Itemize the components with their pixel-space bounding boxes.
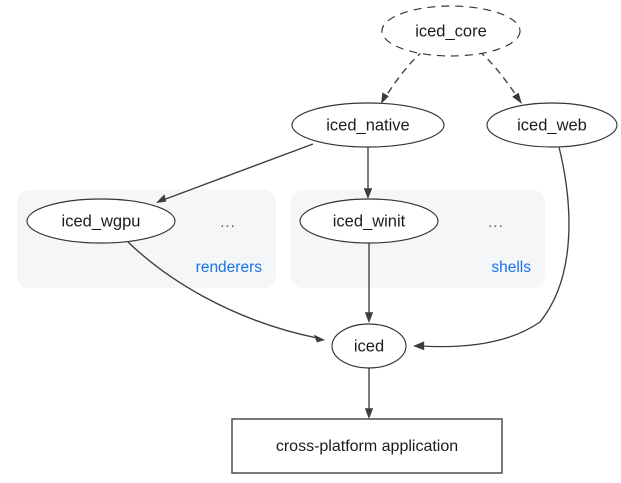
renderers-more-ellipsis: ... — [220, 214, 236, 231]
node-iced-winit-shape[interactable] — [299, 198, 439, 244]
node-iced-wgpu-shape[interactable] — [26, 198, 176, 244]
edge-winit-to-iced-arrow — [364, 312, 374, 323]
edge-core-to-web-arrow — [512, 92, 522, 104]
edge-iced-to-application — [364, 368, 374, 419]
node-iced-core-shape[interactable] — [381, 5, 521, 57]
cluster-renderers-label: renderers — [196, 259, 263, 276]
edge-native-to-winit — [363, 147, 373, 199]
node-iced-native[interactable]: iced_native — [291, 102, 445, 148]
node-iced-native-shape[interactable] — [291, 102, 445, 148]
node-iced-winit[interactable]: iced_winit — [299, 198, 439, 244]
edge-wgpu-to-iced-arrow — [313, 334, 325, 343]
node-iced-winit-label: iced_winit — [333, 212, 406, 230]
edge-web-to-iced-arrow — [413, 341, 425, 351]
shells-more-ellipsis: ... — [488, 214, 504, 231]
node-iced-core-label: iced_core — [415, 22, 487, 40]
edge-wgpu-to-iced-line — [126, 240, 318, 339]
edge-winit-to-iced — [364, 243, 374, 323]
cluster-shells-label: shells — [491, 259, 531, 276]
node-iced-web[interactable]: iced_web — [486, 102, 618, 148]
edge-web-to-iced — [413, 146, 570, 351]
edge-native-to-wgpu-line — [162, 143, 314, 201]
edge-core-to-native-line — [384, 50, 424, 99]
edge-web-to-iced-line — [420, 146, 570, 348]
node-iced-web-label: iced_web — [517, 116, 587, 134]
edge-wgpu-to-iced — [126, 240, 325, 343]
node-iced-shape[interactable] — [331, 323, 407, 369]
node-iced-native-label: iced_native — [326, 116, 409, 134]
node-iced-core[interactable]: iced_core — [381, 5, 521, 57]
node-iced[interactable]: iced — [331, 323, 407, 369]
node-iced-web-shape[interactable] — [486, 102, 618, 148]
edge-native-to-winit-arrow — [363, 188, 373, 199]
node-application-label: cross-platform application — [276, 438, 458, 455]
edge-iced-to-application-arrow — [364, 408, 374, 419]
edge-native-to-wgpu-arrow — [156, 194, 167, 203]
node-iced-label: iced — [354, 337, 384, 355]
node-iced-wgpu[interactable]: iced_wgpu — [26, 198, 176, 244]
edge-core-to-native — [381, 50, 424, 104]
node-iced-wgpu-label: iced_wgpu — [62, 212, 141, 230]
node-application-shape[interactable] — [231, 418, 503, 474]
edge-core-to-web-line — [478, 50, 519, 99]
edge-core-to-native-arrow — [381, 92, 389, 104]
node-application[interactable]: cross-platform application — [231, 418, 503, 474]
edge-native-to-wgpu — [156, 143, 314, 203]
edge-core-to-web — [478, 50, 522, 104]
